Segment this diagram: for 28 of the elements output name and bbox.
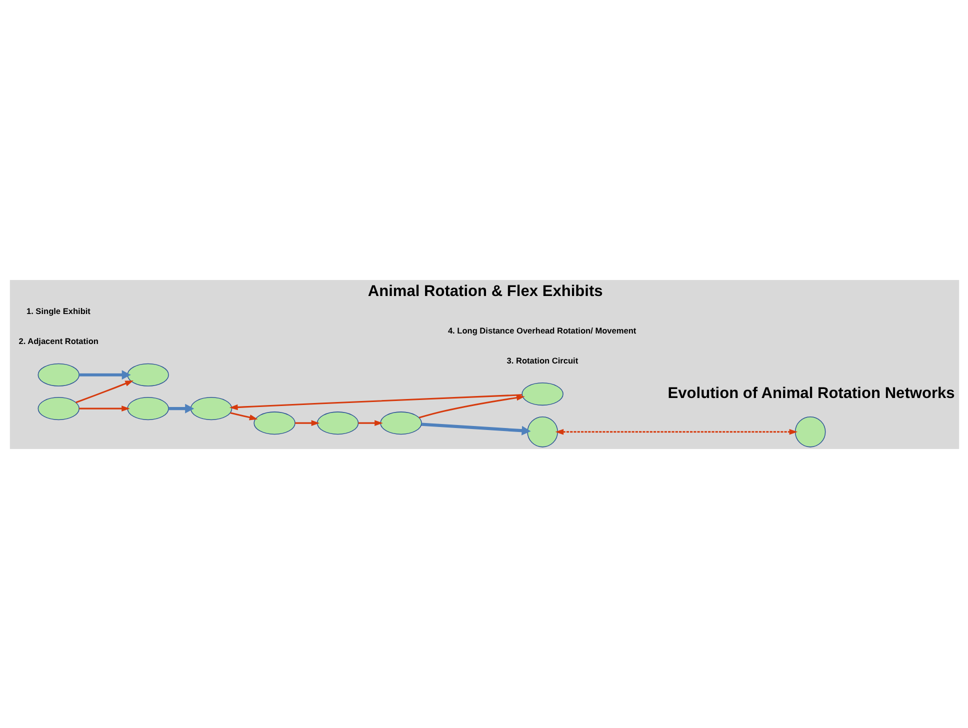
arrow bbox=[228, 394, 522, 410]
diagram-title: Animal Rotation & Flex Exhibits bbox=[367, 282, 602, 300]
node-ellipse bbox=[380, 411, 422, 434]
arrow bbox=[78, 405, 130, 411]
label: Evolution of Animal Rotation Networks bbox=[667, 384, 954, 402]
label: 3. Rotation Circuit bbox=[506, 354, 578, 365]
arrow bbox=[168, 403, 194, 413]
node-ellipse bbox=[521, 382, 563, 406]
arrow bbox=[230, 412, 258, 420]
arrow bbox=[294, 420, 320, 426]
label: 4. Long Distance Overhead Rotation/ Movement bbox=[447, 324, 636, 335]
node-ellipse bbox=[37, 362, 79, 386]
node-ellipse bbox=[316, 411, 358, 434]
arrow bbox=[78, 370, 130, 380]
node-ellipse bbox=[37, 396, 79, 420]
arrow bbox=[75, 380, 133, 403]
label: 2. Adjacent Rotation bbox=[18, 336, 98, 346]
node-ellipse bbox=[126, 396, 168, 420]
node-ellipse bbox=[126, 362, 168, 386]
arrow bbox=[554, 428, 798, 434]
label: 1. Single Exhibit bbox=[26, 306, 90, 316]
arrow bbox=[418, 394, 524, 418]
arrow bbox=[420, 422, 530, 435]
node-ellipse bbox=[253, 411, 295, 434]
node-circle bbox=[794, 416, 826, 447]
arrow bbox=[358, 420, 382, 426]
node-circle bbox=[526, 416, 558, 447]
node-ellipse bbox=[190, 396, 232, 420]
